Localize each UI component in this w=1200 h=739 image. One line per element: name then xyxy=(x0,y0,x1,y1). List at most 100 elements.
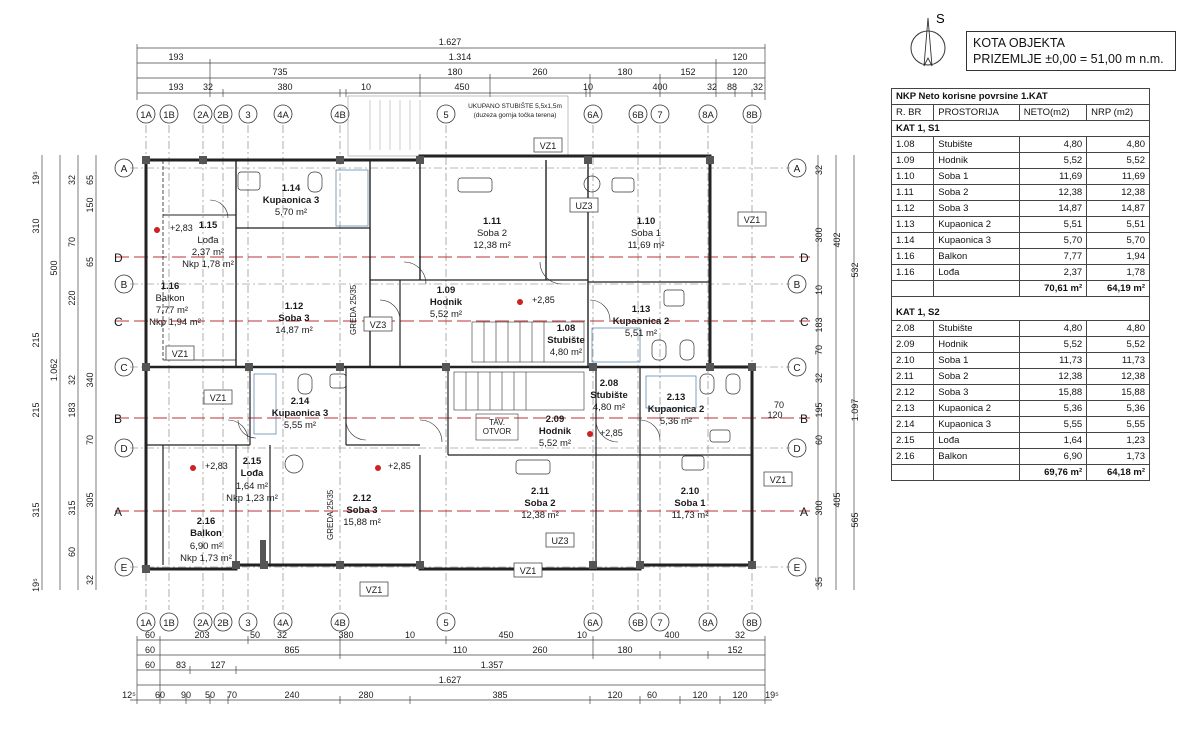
room-name: Stubište xyxy=(547,335,584,346)
dim-label: 260 xyxy=(532,67,547,77)
room-name: Soba 2 xyxy=(933,184,1020,201)
dim-label: 400 xyxy=(652,82,667,92)
dim-label: 450 xyxy=(454,82,469,92)
room-name: Balkon xyxy=(190,528,222,539)
grid-label: A xyxy=(794,164,801,175)
room-name: Kupaonica 3 xyxy=(272,408,329,419)
table-title: NKP Neto korisne povrsine 1.KAT xyxy=(891,88,1150,105)
section-mark: D xyxy=(114,251,123,265)
dim-label: 60 xyxy=(145,630,155,640)
dim-label: 405 xyxy=(832,492,842,507)
grid-label: 2A xyxy=(197,110,209,121)
nrp-area: 11,73 xyxy=(1086,352,1150,369)
grid-label: 1A xyxy=(140,618,152,629)
dim-label: 60 xyxy=(67,547,77,557)
dim-label: 315 xyxy=(31,502,41,517)
dim-label: 120 xyxy=(692,690,707,700)
row-number: 2.14 xyxy=(890,416,935,433)
room-number: 1.12 xyxy=(285,301,304,312)
left-dimension-lines xyxy=(41,155,97,590)
dim-label: 300 xyxy=(814,227,824,242)
room-name: Hodnik xyxy=(539,426,572,437)
row-number: 1.10 xyxy=(890,168,935,185)
room-name: Kupaonica 3 xyxy=(933,416,1020,433)
grid-label: 2B xyxy=(217,110,229,121)
room-area: 5,52 m² xyxy=(539,438,571,449)
dim-label: 195 xyxy=(814,402,824,417)
room-number: 2.15 xyxy=(243,456,262,467)
room-area: 14,87 m² xyxy=(275,325,313,336)
dim-label: 88 xyxy=(727,82,737,92)
vz-label: VZ1 xyxy=(744,215,761,225)
section-lines xyxy=(115,256,810,512)
dim-label: 120 xyxy=(607,690,622,700)
room-name: Hodnik xyxy=(430,297,463,308)
row-number: 2.11 xyxy=(890,368,935,385)
row-number: 2.15 xyxy=(890,432,935,449)
north-label: S xyxy=(936,11,945,26)
room-number: 1.08 xyxy=(557,323,576,334)
room-number: 1.10 xyxy=(637,216,656,227)
neto-area: 11,73 xyxy=(1018,352,1088,369)
room-name: Soba 1 xyxy=(933,168,1020,185)
grid-label: 3 xyxy=(245,110,250,121)
dim-label: 120 xyxy=(732,67,747,77)
dim-label: 10 xyxy=(577,630,587,640)
row-number: 2.16 xyxy=(890,448,935,465)
grid-label: 6B xyxy=(632,110,644,121)
neto-area: 2,37 xyxy=(1018,264,1088,281)
dim-label: 402 xyxy=(832,232,842,247)
dim-label: 19⁵ xyxy=(31,171,41,185)
room-number: 2.14 xyxy=(291,396,310,407)
dim-label: 450 xyxy=(498,630,513,640)
stairs xyxy=(453,321,585,441)
room-name: Stubište xyxy=(590,390,627,401)
room-labels: 1.14 Kupaonica 3 5,70 m² 1.11 Soba 2 12,… xyxy=(149,183,708,564)
grid-label: 5 xyxy=(443,110,448,121)
room-area: 12,38 m² xyxy=(473,240,511,251)
section-mark: C xyxy=(800,315,809,329)
grid-label: 1B xyxy=(163,618,175,629)
nrp-area: 14,87 xyxy=(1086,200,1150,217)
neto-area: 5,52 xyxy=(1018,152,1088,169)
room-area: 7,77 m² xyxy=(156,305,188,316)
room-name: Soba 3 xyxy=(346,505,377,516)
nrp-area: 5,52 xyxy=(1086,152,1150,169)
right-dimension-labels: 532 1.097 565 402 405 300 300 32 10 183 … xyxy=(767,165,860,587)
neto-area: 12,38 xyxy=(1018,184,1088,201)
dim-label: 12⁵ xyxy=(122,690,136,700)
neto-area: 14,87 xyxy=(1018,200,1088,217)
section-mark: D xyxy=(800,251,809,265)
room-number: 2.16 xyxy=(197,516,216,527)
vz-label: VZ1 xyxy=(210,393,227,403)
level-label: +2,83 xyxy=(170,223,193,233)
room-area: 6,90 m² xyxy=(190,541,222,552)
row-number: 1.08 xyxy=(890,136,935,153)
dim-label: 280 xyxy=(358,690,373,700)
dim-label: 1.314 xyxy=(449,52,472,62)
dim-label: 60 xyxy=(145,645,155,655)
dim-label: 183 xyxy=(814,317,824,332)
floor-plan: 1.627 193 1.314 120 735 180 260 180 152 … xyxy=(31,37,860,704)
dim-label: 215 xyxy=(31,332,41,347)
top-dimension-labels: 1.627 193 1.314 120 735 180 260 180 152 … xyxy=(168,37,763,92)
room-area: 5,52 m² xyxy=(430,309,462,320)
section-mark: B xyxy=(800,412,808,426)
dim-label: 32 xyxy=(707,82,717,92)
dim-label: 152 xyxy=(727,645,742,655)
dim-label: 1.627 xyxy=(439,675,462,685)
nrp-area: 1,73 xyxy=(1086,448,1150,465)
room-name: Lođa xyxy=(241,468,264,479)
room-area: 4,80 m² xyxy=(550,347,582,358)
beam-label: GREDA 25/35 xyxy=(349,284,358,335)
grid-label: 4A xyxy=(277,110,289,121)
section-marks: D D C C B B A A xyxy=(114,251,809,519)
room-area: 11,73 m² xyxy=(672,510,709,521)
room-name: Soba 1 xyxy=(933,352,1020,369)
